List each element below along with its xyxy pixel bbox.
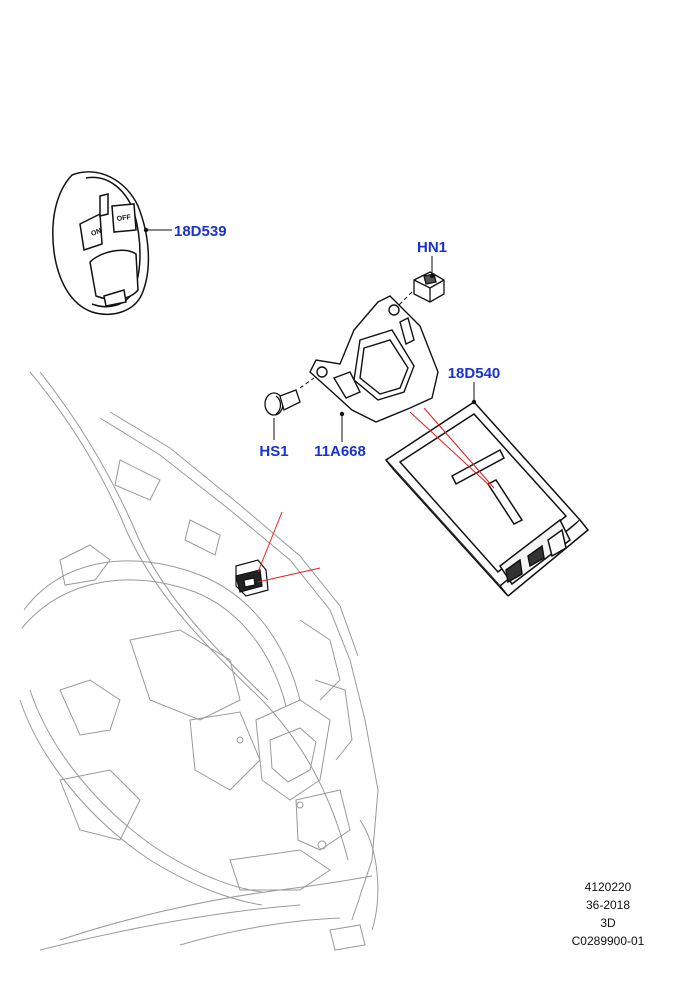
body-sensor-clip [235, 559, 269, 597]
remote-control [52, 171, 150, 315]
callout-18d539: 18D539 [174, 223, 227, 240]
bracket-dash-line [299, 377, 315, 389]
vehicle-body-outline [19, 371, 379, 951]
remote-off-label: OFF [116, 214, 132, 223]
nut-dash-line [397, 291, 413, 307]
callout-dots [143, 227, 477, 417]
nut-hn1 [413, 271, 445, 303]
control-module-18d540 [384, 401, 590, 597]
reference-number: 4120220 [584, 880, 632, 894]
reference-code: C0289900-01 [571, 934, 645, 948]
bracket-11a668 [309, 295, 439, 423]
callout-leaders [146, 229, 475, 442]
reference-date: 36-2018 [585, 898, 631, 912]
reference-view: 3D [600, 916, 616, 930]
callout-18d540: 18D540 [448, 365, 501, 382]
remote-on-label: ON [90, 228, 102, 238]
red-locator-lines [257, 407, 495, 583]
screw-hs1 [264, 389, 301, 416]
callout-hs1: HS1 [259, 443, 288, 460]
callout-11a668: 11A668 [314, 443, 366, 460]
callout-hn1: HN1 [417, 239, 447, 256]
